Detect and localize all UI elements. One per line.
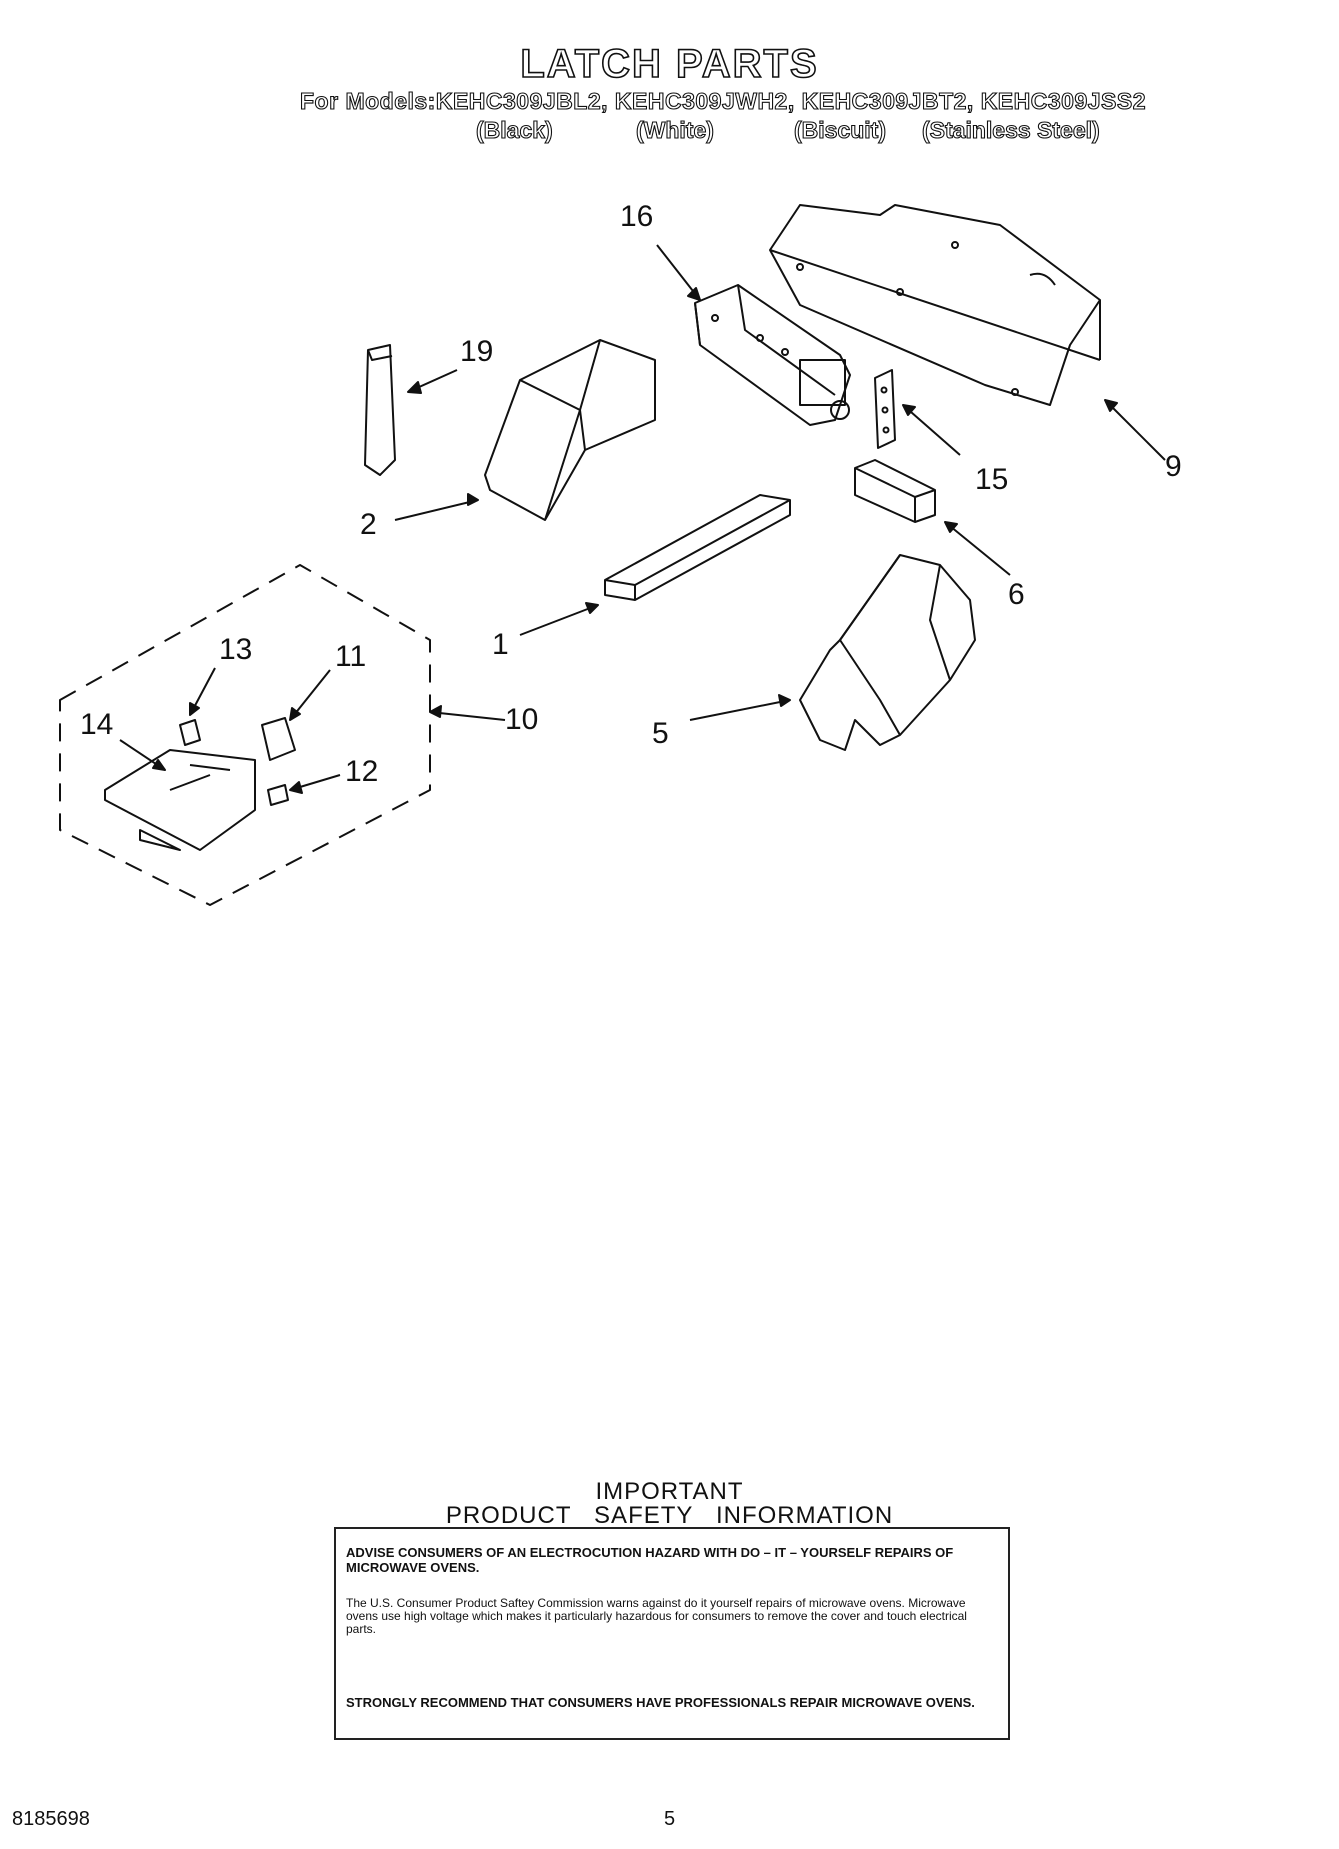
safety-box: ADVISE CONSUMERS OF AN ELECTROCUTION HAZ…: [334, 1527, 1010, 1740]
page-title: LATCH PARTS: [520, 41, 819, 87]
part-5-shield: [799, 554, 976, 751]
part-15-plate: [874, 369, 896, 449]
safety-heading-info: PRODUCT SAFETY INFORMATION: [445, 1502, 894, 1529]
callout-14: 14: [80, 708, 114, 741]
part-1-rail: [604, 494, 791, 601]
safety-heading-important: IMPORTANT: [595, 1478, 744, 1505]
callout-13: 13: [219, 633, 253, 666]
models-line: For Models:KEHC309JBL2, KEHC309JWH2, KEH…: [299, 87, 1147, 114]
part-19-strip: [364, 344, 396, 476]
callout-12: 12: [345, 755, 379, 788]
callout-5: 5: [652, 717, 669, 750]
part-6-block: [854, 459, 936, 523]
color-black: (Black): [475, 116, 553, 143]
safety-recommend: STRONGLY RECOMMEND THAT CONSUMERS HAVE P…: [346, 1695, 975, 1710]
part-2-cover: [484, 339, 656, 521]
leader-lines: [119, 244, 1166, 794]
safety-advise: ADVISE CONSUMERS OF AN ELECTROCUTION HAZ…: [346, 1545, 954, 1575]
part-16-latch-assembly: [694, 284, 851, 426]
color-stainless: (Stainless Steel): [921, 116, 1100, 143]
callout-10: 10: [505, 703, 539, 736]
callout-19: 19: [460, 335, 494, 368]
color-biscuit: (Biscuit): [793, 116, 886, 143]
assembly-10-parts: [104, 717, 296, 851]
part-9-bracket: [769, 204, 1101, 406]
callout-15: 15: [975, 463, 1009, 496]
callout-6: 6: [1008, 578, 1025, 611]
callout-9: 9: [1165, 450, 1182, 483]
safety-body: The U.S. Consumer Product Saftey Commiss…: [346, 1596, 967, 1636]
callout-2: 2: [360, 508, 377, 541]
document-number: 8185698: [12, 1808, 90, 1830]
assembly-10-outline: [59, 564, 431, 906]
page-number: 5: [664, 1808, 676, 1830]
color-white: (White): [635, 116, 714, 143]
callout-11: 11: [335, 640, 367, 673]
callout-16: 16: [620, 200, 654, 233]
exploded-parts-diagram: [59, 204, 1166, 906]
callout-1: 1: [492, 628, 509, 661]
